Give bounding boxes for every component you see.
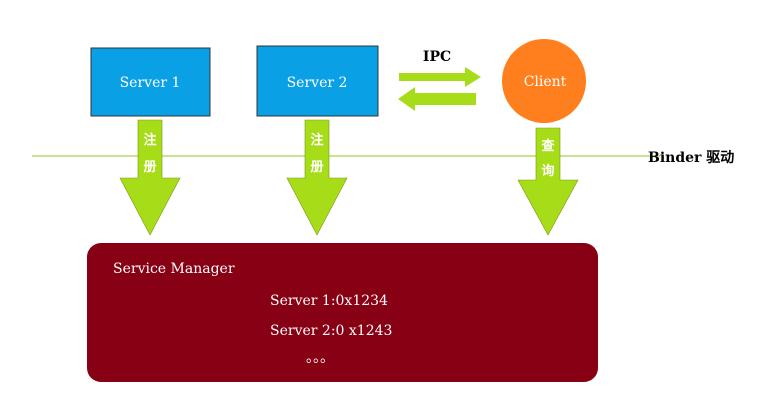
service-manager-title: Service Manager	[113, 261, 235, 277]
server1-label: Server 1	[120, 75, 181, 91]
service-manager: Service Manager Server 1:0x1234 Server 2…	[87, 243, 598, 382]
register-char-2: 册	[143, 160, 156, 175]
ipc-arrow-right	[399, 67, 481, 87]
register-arrow-server1: 注 册	[119, 119, 181, 236]
registry-entry-2: Server 2:0 x1243	[270, 323, 392, 339]
registry-entry-1: Server 1:0x1234	[270, 293, 388, 309]
ipc-label: IPC	[423, 49, 451, 65]
ipc-arrow-left	[398, 87, 476, 111]
server2-node: Server 2	[256, 45, 379, 117]
server2-label: Server 2	[287, 75, 348, 91]
register-char-1: 注	[143, 132, 156, 148]
client-node: Client	[502, 39, 586, 123]
binder-label: Binder 驱动	[648, 149, 734, 166]
register-char-1: 注	[310, 132, 323, 148]
query-char-1: 查	[540, 138, 555, 154]
client-label: Client	[524, 74, 567, 90]
server1-node: Server 1	[90, 47, 211, 117]
query-arrow-client: 查 询	[517, 127, 579, 236]
query-char-2: 询	[541, 163, 554, 179]
register-arrow-server2: 注 册	[286, 119, 348, 236]
register-char-2: 册	[310, 160, 323, 175]
registry-ellipsis: 。。。	[306, 350, 334, 366]
